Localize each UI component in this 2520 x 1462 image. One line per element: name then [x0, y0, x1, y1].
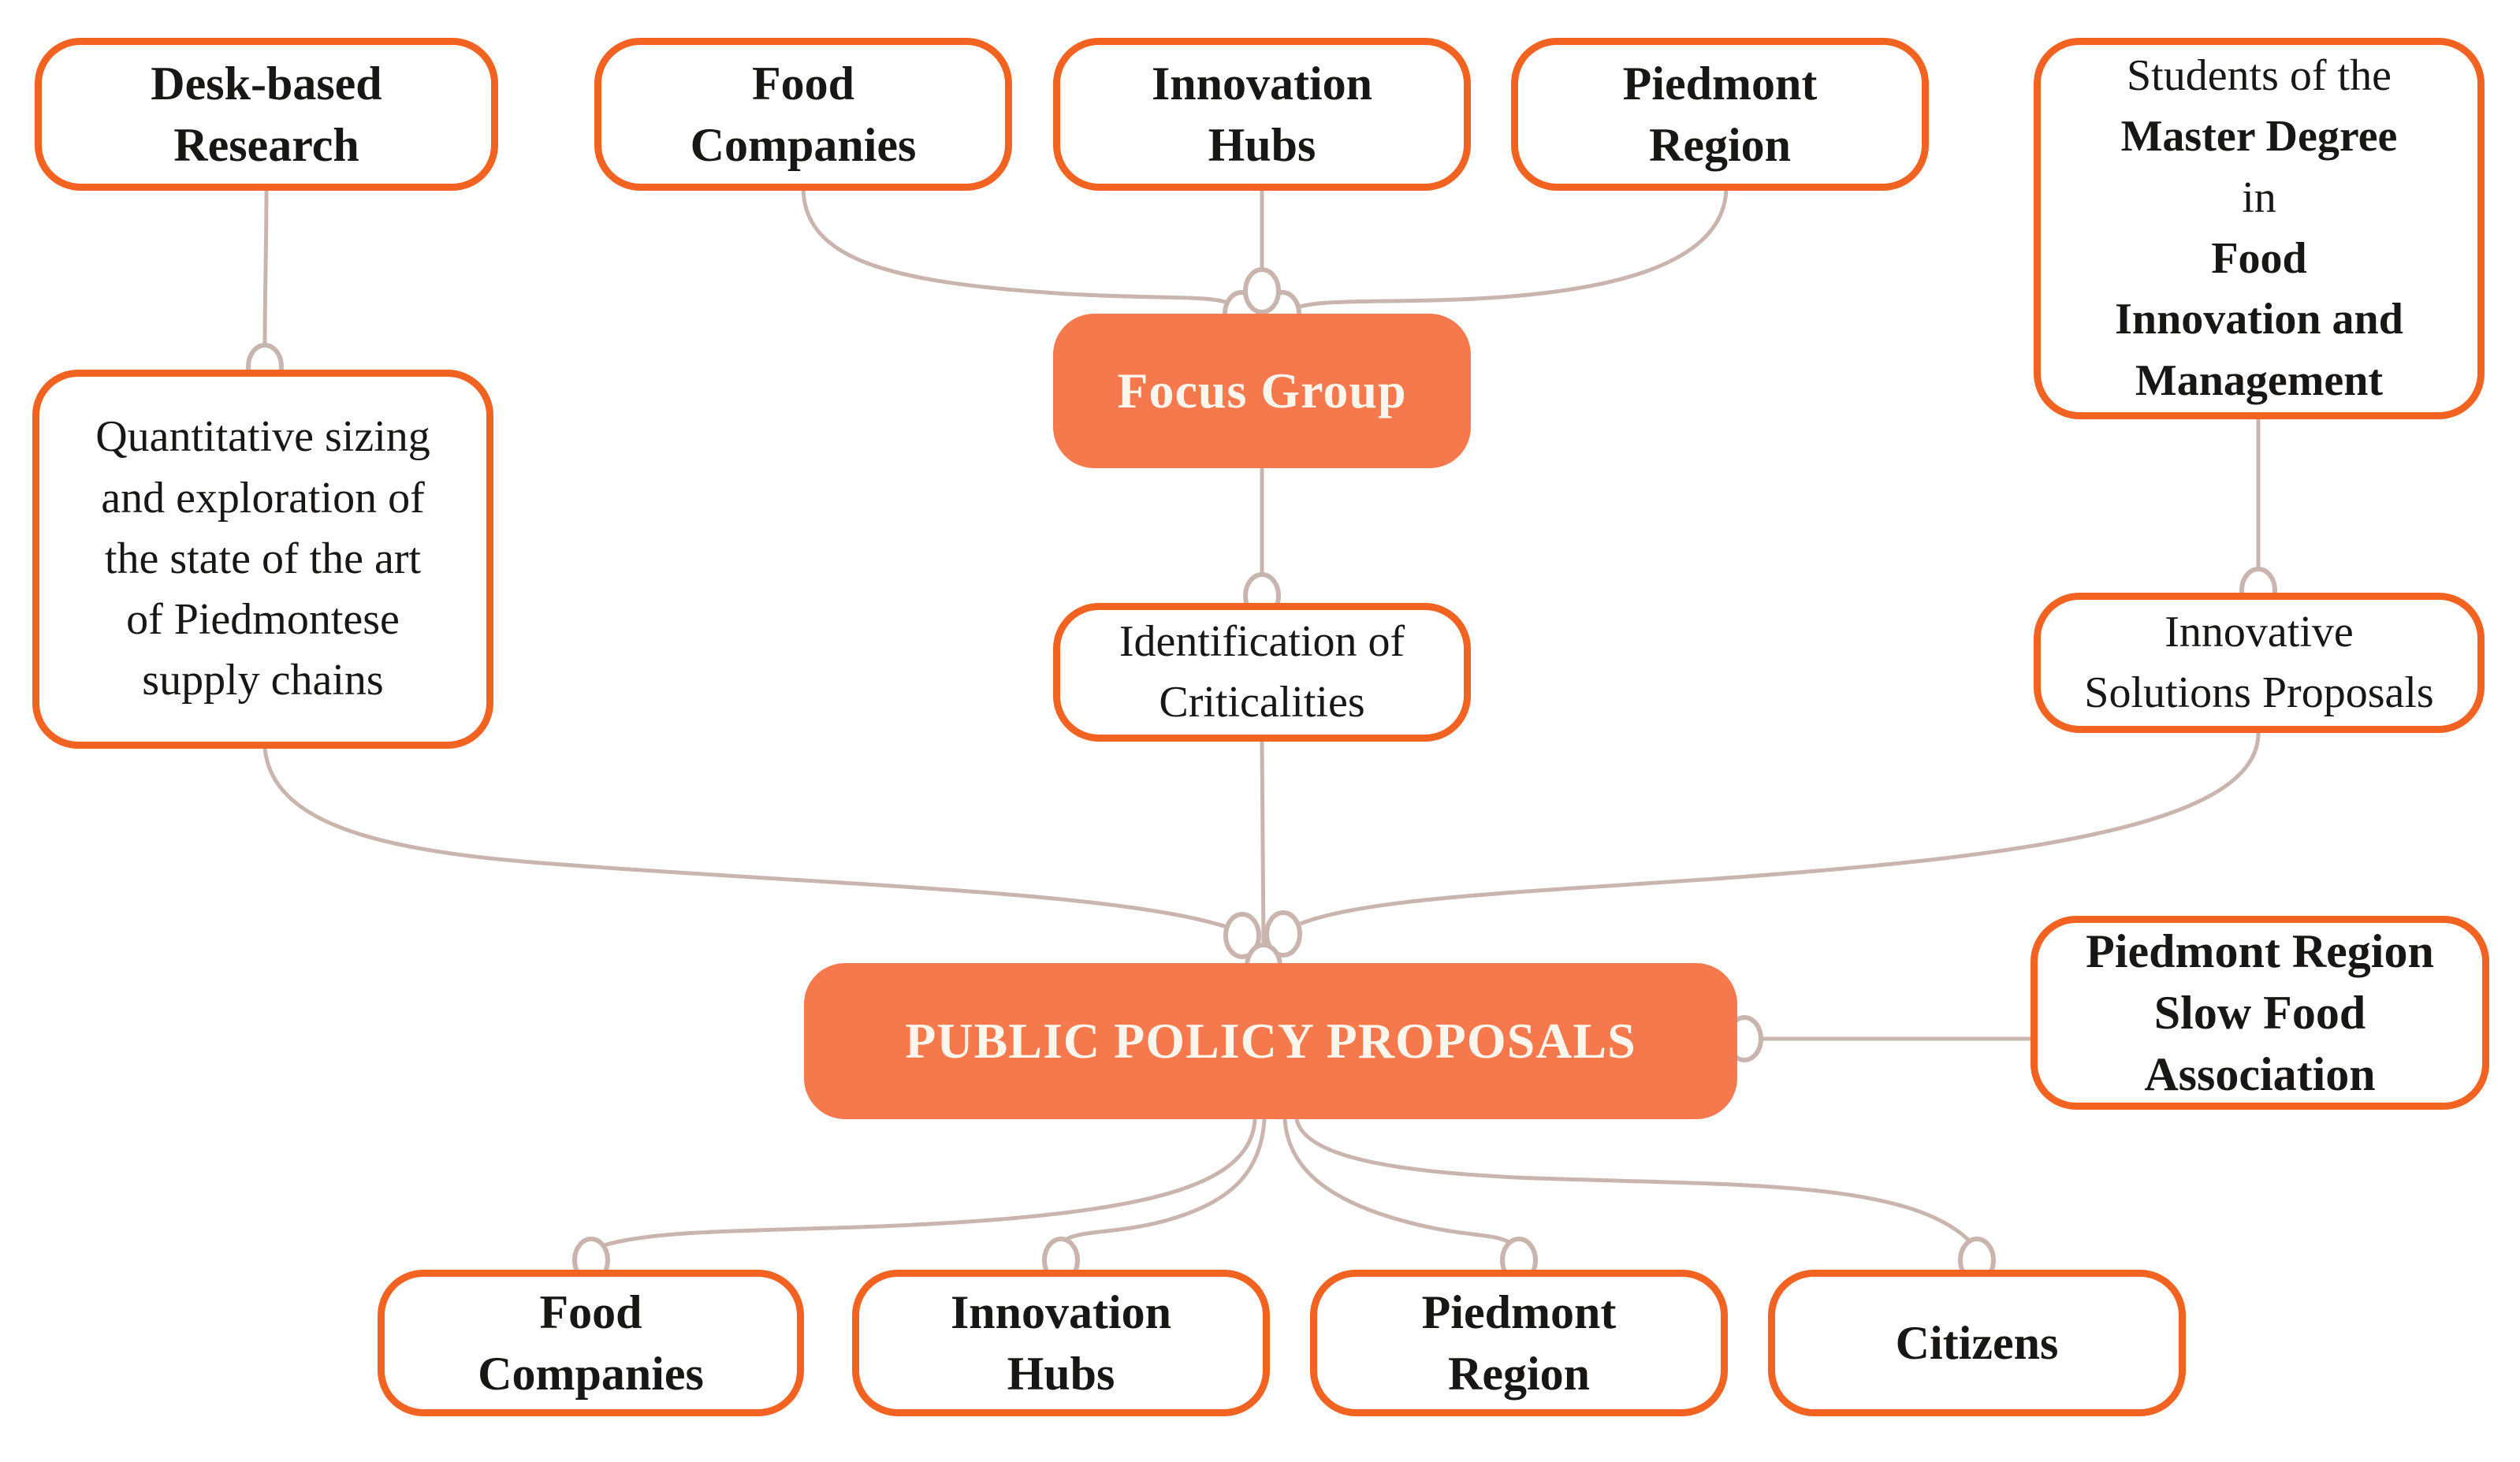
node-identification-of-criticalities: Identification of Criticalities	[1053, 603, 1471, 742]
node-piedmont-region-slow-food-association: Piedmont Region Slow Food Association	[2031, 916, 2489, 1110]
node-label-line: the state of the art	[104, 534, 422, 583]
node-label-line: Identification of	[1119, 616, 1405, 666]
node-focus-group: Focus Group	[1053, 314, 1471, 468]
node-label-line: Companies	[478, 1348, 704, 1400]
connector-innovative-solutions-to-public-policy	[1300, 732, 2261, 926]
node-label-line: in	[2242, 173, 2276, 222]
node-piedmont-region-bottom: Piedmont Region	[1310, 1270, 1728, 1416]
node-students-master-degree: Students of the Master Degree in Food In…	[2034, 38, 2485, 419]
connection-node-public-policy-left	[1223, 912, 1261, 959]
node-label-line: Slow Food	[2153, 987, 2366, 1039]
node-label-line: Citizens	[1895, 1317, 2059, 1369]
node-label-line: Quantitative sizing	[95, 412, 430, 462]
node-public-policy-proposals: PUBLIC POLICY PROPOSALS	[804, 963, 1737, 1119]
connection-node-focus-group-middle	[1243, 267, 1281, 314]
node-label-line: Companies	[690, 119, 917, 171]
node-label-line: Piedmont	[1421, 1286, 1617, 1338]
connector-public-policy-to-hubs-bottom	[1063, 1118, 1267, 1243]
node-innovation-hubs-top: Innovation Hubs	[1053, 38, 1471, 191]
node-label-line: Innovation	[1151, 58, 1373, 110]
node-innovation-hubs-bottom: Innovation Hubs	[852, 1270, 1270, 1416]
node-label-line: Region	[1649, 119, 1791, 171]
connector-public-policy-to-piedmont-bottom	[1282, 1118, 1513, 1246]
node-piedmont-region-top: Piedmont Region	[1511, 38, 1929, 191]
node-label-line: of Piedmontese	[126, 595, 400, 645]
node-label-line: Hubs	[1007, 1348, 1115, 1400]
node-innovative-solutions-proposals: Innovative Solutions Proposals	[2034, 593, 2485, 733]
node-label-line: Research	[173, 119, 359, 171]
connector-public-policy-to-citizens	[1294, 1118, 1972, 1244]
node-label-line: Food	[539, 1286, 642, 1338]
connector-desk-to-quantitative	[262, 190, 269, 346]
node-quantitative-sizing: Quantitative sizing and exploration of t…	[32, 370, 493, 749]
node-food-companies-top: Food Companies	[594, 38, 1012, 191]
connection-node-public-policy-right	[1264, 910, 1302, 958]
node-label-line: Region	[1448, 1348, 1590, 1400]
node-food-companies-bottom: Food Companies	[378, 1270, 804, 1416]
node-label-line: Innovation	[950, 1286, 1172, 1338]
node-label-line: Students of the	[2127, 51, 2392, 101]
connector-piedmont-top-to-focus-group	[1297, 186, 1729, 310]
node-label-line: Association	[2144, 1048, 2376, 1100]
node-label-line: Hubs	[1208, 119, 1316, 171]
connector-quantitative-to-public-policy	[262, 748, 1227, 929]
node-label-line: Piedmont	[1622, 58, 1818, 110]
node-label-line: Criticalities	[1159, 678, 1365, 727]
connector-public-policy-to-food-bottom	[603, 1118, 1257, 1248]
node-label: PUBLIC POLICY PROPOSALS	[905, 1013, 1636, 1070]
node-label-line: Innovation and	[2115, 295, 2403, 344]
connector-identification-to-public-policy	[1260, 741, 1266, 945]
node-label-line: Management	[2135, 355, 2384, 405]
node-label-line: supply chains	[142, 656, 384, 705]
connector-food-top-to-focus-group	[801, 186, 1229, 305]
node-label-line: and exploration of	[101, 473, 425, 523]
node-label-line: Piedmont Region	[2086, 925, 2434, 977]
node-label-line: Desk-based	[151, 58, 382, 110]
node-label: Focus Group	[1117, 363, 1407, 419]
node-label-line: Food	[751, 58, 855, 110]
node-citizens: Citizens	[1768, 1270, 2186, 1416]
node-label-line: Master Degree	[2120, 112, 2398, 162]
node-desk-based-research: Desk-based Research	[35, 38, 498, 191]
node-label-line: Innovative	[2165, 607, 2354, 657]
node-label-line: Food	[2211, 234, 2307, 283]
node-label-line: Solutions Proposals	[2084, 668, 2434, 717]
